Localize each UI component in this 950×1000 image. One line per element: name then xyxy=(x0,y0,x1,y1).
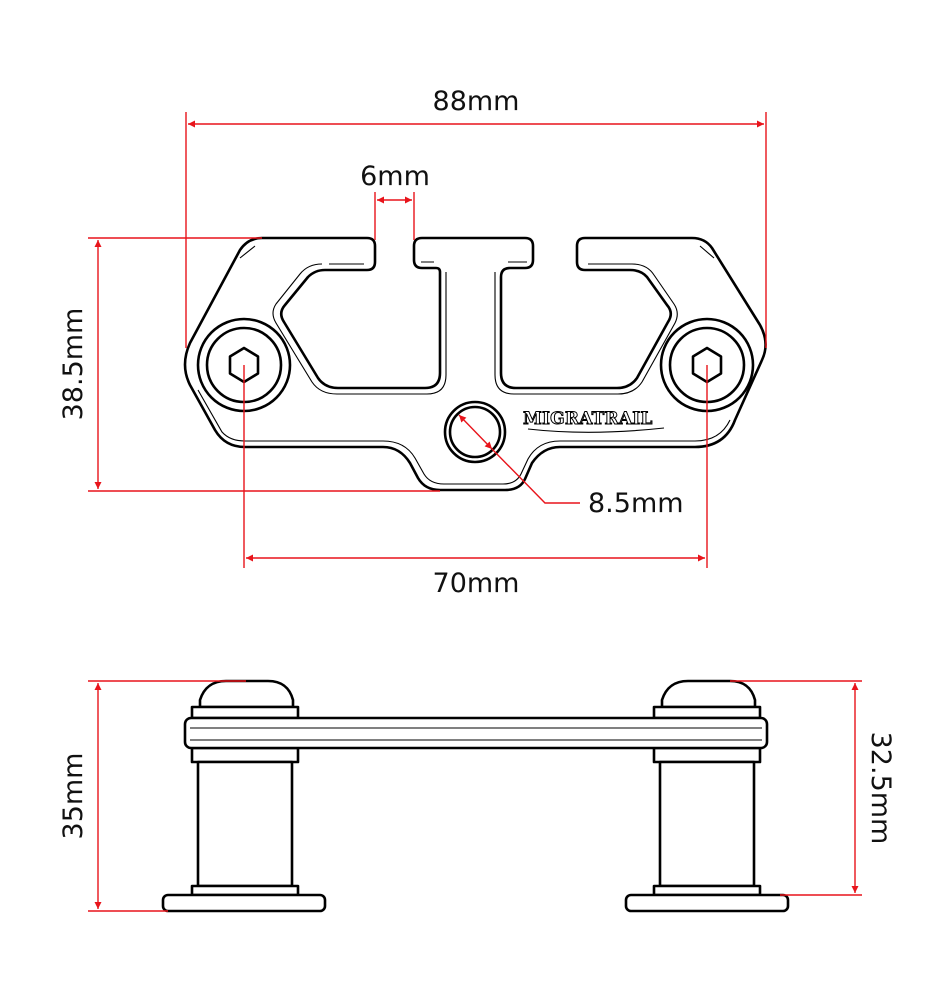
top-view: MIGRATRAIL xyxy=(183,236,767,492)
dim-line-hole-diameter xyxy=(458,414,493,450)
dim-label-total-height: 35mm xyxy=(58,753,89,840)
dim-label-post-height: 32.5mm xyxy=(865,732,896,845)
side-view xyxy=(161,679,790,913)
left-post xyxy=(161,679,327,913)
mount-plate-outline xyxy=(183,236,767,492)
dim-label-slot-width: 6mm xyxy=(360,161,430,192)
dim-label-height: 38.5mm xyxy=(58,308,89,421)
top-dimensions: 88mm 6mm 38.5mm 8.5mm 70mm xyxy=(58,86,767,599)
dim-label-hole-spacing: 70mm xyxy=(433,568,520,599)
dim-label-overall-width: 88mm xyxy=(433,86,520,117)
mount-plate-inner-line xyxy=(197,245,731,485)
side-plate xyxy=(183,716,769,750)
right-post xyxy=(624,679,790,913)
dim-label-hole-diameter: 8.5mm xyxy=(588,488,684,519)
logo-text: MIGRATRAIL xyxy=(523,409,653,429)
side-dimensions: 35mm 32.5mm xyxy=(58,680,896,912)
migratrail-logo: MIGRATRAIL xyxy=(523,409,665,433)
